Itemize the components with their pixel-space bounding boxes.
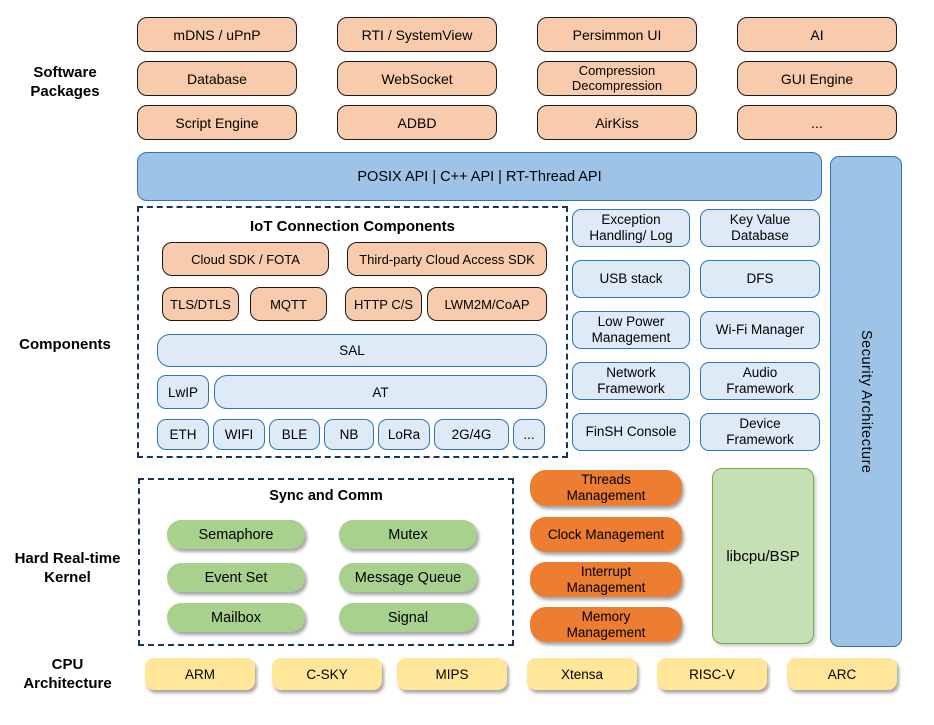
iot-connection-components-box: IoT Connection Components Cloud SDK / FO… (137, 206, 568, 458)
software-packages-grid: mDNS / uPnP RTI / SystemView Persimmon U… (137, 17, 897, 140)
box-dfs: DFS (700, 260, 820, 298)
section-label-components: Components (19, 336, 111, 353)
box-semaphore: Semaphore (167, 520, 305, 549)
package-gui-engine: GUI Engine (737, 61, 897, 96)
package-websocket: WebSocket (337, 61, 497, 96)
iot-connection-components-title: IoT Connection Components (250, 218, 455, 235)
link-ble: BLE (269, 419, 320, 450)
box-network-framework: Network Framework (572, 362, 690, 400)
sync-and-comm-box: Sync and Comm Semaphore Mutex Event Set … (138, 478, 514, 646)
box-audio-framework: Audio Framework (700, 362, 820, 400)
package-database: Database (137, 61, 297, 96)
box-clock-management: Clock Management (530, 517, 682, 552)
box-libcpu-bsp: libcpu/BSP (712, 468, 814, 644)
package-rti-systemview: RTI / SystemView (337, 17, 497, 52)
box-mqtt: MQTT (250, 287, 327, 321)
cpu-xtensa: Xtensa (527, 658, 637, 690)
box-cloud-sdk-fota: Cloud SDK / FOTA (162, 242, 329, 276)
section-label-software-packages: Software Packages (30, 64, 100, 100)
box-signal: Signal (339, 603, 477, 632)
sync-and-comm-title: Sync and Comm (269, 488, 383, 504)
box-tls-dtls: TLS/DTLS (162, 287, 239, 321)
link-eth: ETH (157, 419, 209, 450)
box-lwip: LwIP (157, 375, 209, 409)
cpu-mips: MIPS (397, 658, 507, 690)
link-wifi: WIFI (213, 419, 265, 450)
security-architecture-label: Security Architecture (858, 329, 874, 474)
cpu-arc: ARC (787, 658, 897, 690)
box-finsh-console: FinSH Console (572, 413, 690, 451)
box-device-framework: Device Framework (700, 413, 820, 451)
section-label-cpu-architecture: CPU Architecture (23, 656, 112, 692)
box-lwm2m-coap: LWM2M/CoAP (427, 287, 547, 321)
package-adbd: ADBD (337, 105, 497, 140)
box-usb-stack: USB stack (572, 260, 690, 298)
box-at: AT (214, 375, 547, 409)
package-mdns-upnp: mDNS / uPnP (137, 17, 297, 52)
package-ai: AI (737, 17, 897, 52)
package-script-engine: Script Engine (137, 105, 297, 140)
package-persimmon-ui: Persimmon UI (537, 17, 697, 52)
box-event-set: Event Set (167, 563, 305, 592)
link-lora: LoRa (378, 419, 430, 450)
package-compression-decompression: Compression Decompression (537, 61, 697, 96)
box-memory-management: Memory Management (530, 607, 682, 642)
box-key-value-database: Key Value Database (700, 209, 820, 247)
box-mailbox: Mailbox (167, 603, 305, 632)
service-components-grid: Exception Handling/ Log Key Value Databa… (572, 209, 820, 451)
box-thirdparty-cloud-access-sdk: Third-party Cloud Access SDK (347, 242, 547, 276)
link-nb: NB (324, 419, 374, 450)
cpu-c-sky: C-SKY (272, 658, 382, 690)
box-message-queue: Message Queue (339, 563, 477, 592)
box-exception-handling-log: Exception Handling/ Log (572, 209, 690, 247)
security-architecture-bar: Security Architecture (830, 156, 902, 647)
box-mutex: Mutex (339, 520, 477, 549)
package-airkiss: AirKiss (537, 105, 697, 140)
box-low-power-management: Low Power Management (572, 311, 690, 349)
box-threads-management: Threads Management (530, 470, 682, 506)
link-more: ... (513, 419, 545, 450)
section-label-kernel: Hard Real-time Kernel (14, 550, 121, 586)
posix-api-bar: POSIX API | C++ API | RT-Thread API (137, 152, 822, 201)
box-sal: SAL (157, 334, 547, 367)
box-http-cs: HTTP C/S (345, 287, 422, 321)
box-interrupt-management: Interrupt Management (530, 562, 682, 597)
cpu-arm: ARM (145, 658, 255, 690)
package-more: ... (737, 105, 897, 140)
link-2g4g: 2G/4G (434, 419, 509, 450)
cpu-risc-v: RISC-V (657, 658, 767, 690)
link-layer-row: ETH WIFI BLE NB LoRa 2G/4G ... (157, 419, 545, 450)
box-wifi-manager: Wi-Fi Manager (700, 311, 820, 349)
